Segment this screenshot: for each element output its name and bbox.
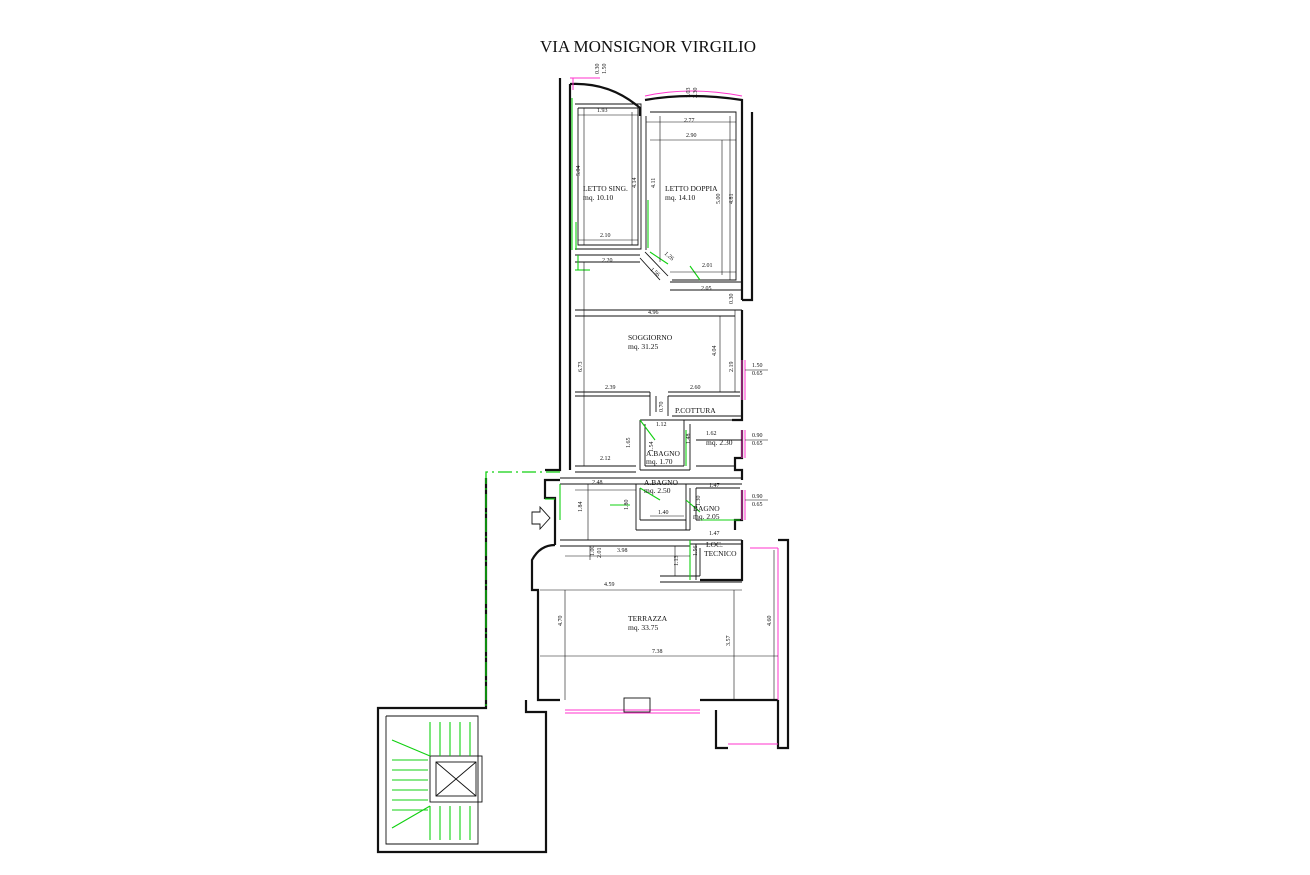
street-label: VIA MONSIGNOR VIRGILIO <box>540 37 756 56</box>
dimension-labels: 1.93 2.77 2.90 5.04 4.14 4.11 5.00 4.81 … <box>558 64 773 656</box>
dim-label: 0.90 <box>752 433 763 439</box>
dim-label: 1.50 <box>602 64 608 75</box>
room-area-letto-doppia: mq. 14.10 <box>665 193 695 202</box>
dim-label: 3.98 <box>617 548 628 554</box>
dim-label: 1.03 <box>686 88 692 99</box>
room-area-letto-sing: mq. 10.10 <box>583 193 613 202</box>
dimension-lines <box>540 108 778 700</box>
dim-label: 7.38 <box>652 649 663 655</box>
dim-label: 4.04 <box>712 346 718 357</box>
dim-label: 1.48 <box>686 434 692 445</box>
dim-label: 2.01 <box>597 548 603 559</box>
room-labels: LETTO SING. mq. 10.10 LETTO DOPPIA mq. 1… <box>583 184 737 632</box>
dim-label: 4.96 <box>648 310 659 316</box>
room-name-loc: LOC. <box>706 540 723 549</box>
dim-label: 1.12 <box>656 422 667 428</box>
door-openings <box>485 98 740 708</box>
room-name-a-bagno-2: A.BAGNO <box>644 478 679 487</box>
dim-label: 2.48 <box>592 480 603 486</box>
dim-label: 4.11 <box>651 178 657 188</box>
dim-label: 0.30 <box>729 294 735 305</box>
dim-label: 0.65 <box>752 502 763 508</box>
dim-label: 1.50 <box>752 363 763 369</box>
room-name-terrazza: TERRAZZA <box>628 614 668 623</box>
dim-label: 2.39 <box>605 385 616 391</box>
dim-label: 5.00 <box>716 194 722 205</box>
exterior-walls <box>376 78 790 854</box>
dim-label: 2.90 <box>686 133 697 139</box>
room-area-a-bagno-2: mq. 2.50 <box>644 486 671 495</box>
dim-label: 4.81 <box>729 194 735 205</box>
dim-label: 2.20 <box>602 258 613 264</box>
dim-label: 1.80 <box>624 500 630 511</box>
room-name-soggiorno: SOGGIORNO <box>628 333 673 342</box>
room-name-bagno: BAGNO <box>693 504 720 513</box>
dim-label: 1.54 <box>649 442 655 453</box>
dim-label: 1.56 <box>693 546 699 557</box>
dim-label: 4.70 <box>558 616 564 627</box>
dim-label: 1.26 <box>663 251 675 262</box>
dim-label: 2.30 <box>693 88 699 99</box>
dim-label: 0.90 <box>752 494 763 500</box>
dim-label: 1.30 <box>696 496 702 507</box>
dim-label: 2.19 <box>729 362 735 373</box>
dim-label: 0.70 <box>659 402 665 413</box>
dim-label: 1.84 <box>578 502 584 513</box>
room-area-terrazza: mq. 33.75 <box>628 623 658 632</box>
room-area-a-bagno-1: mq. 1.70 <box>646 457 673 466</box>
dim-label: 1.47 <box>709 483 720 489</box>
dim-label: 1.56 <box>649 267 661 278</box>
dim-label: 1.00 <box>590 546 596 557</box>
dim-label: 0.65 <box>752 441 763 447</box>
dim-label: 1.62 <box>706 431 717 437</box>
room-name-a-bagno-1: A.BAGNO <box>646 449 681 458</box>
dim-label: 4.59 <box>604 582 615 588</box>
room-area-bagno: mq. 2.05 <box>693 512 720 521</box>
room-name-p-cottura: P.COTTURA <box>675 406 716 415</box>
window-lines <box>565 77 779 745</box>
dim-label: 1.65 <box>626 438 632 449</box>
dim-label: 1.40 <box>658 510 669 516</box>
room-area-ripostiglio: mq. 2.30 <box>706 438 733 447</box>
dim-label: 1.93 <box>597 108 608 114</box>
dim-label: 3.57 <box>726 636 732 647</box>
dim-label: 2.12 <box>600 456 611 462</box>
room-name-tecnico: TECNICO <box>704 549 737 558</box>
dim-label: 5.04 <box>576 166 582 177</box>
dim-label: 4.14 <box>632 178 638 189</box>
dim-label: 2.60 <box>690 385 701 391</box>
room-name-letto-doppia: LETTO DOPPIA <box>665 184 718 193</box>
dim-label: 4.60 <box>767 616 773 627</box>
dim-label: 2.77 <box>684 118 695 124</box>
dim-label: 2.01 <box>702 263 713 269</box>
dim-label: 1.47 <box>709 531 720 537</box>
entrance-arrow-icon <box>531 505 551 531</box>
dim-label: 2.10 <box>600 233 611 239</box>
room-area-soggiorno: mq. 31.25 <box>628 342 658 351</box>
room-name-letto-sing: LETTO SING. <box>583 184 628 193</box>
dim-label: 0.65 <box>752 371 763 377</box>
stair-hatch-icon <box>391 722 483 840</box>
dim-label: 2.05 <box>701 286 712 292</box>
dim-label: 0.30 <box>595 64 601 75</box>
dim-label: 1.13 <box>674 556 680 567</box>
dim-label: 6.73 <box>578 362 584 373</box>
